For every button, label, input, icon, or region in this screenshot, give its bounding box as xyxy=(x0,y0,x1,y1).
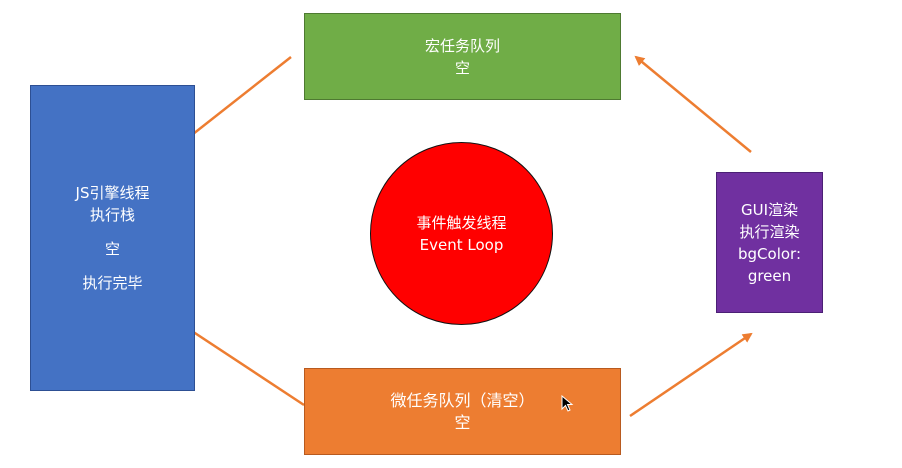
mouse-cursor-icon xyxy=(561,395,574,412)
event-loop-title: 事件触发线程 xyxy=(416,213,507,232)
micro-queue-title: 微任务队列（清空） xyxy=(390,390,535,410)
gui-render-prop: bgColor: xyxy=(738,244,801,263)
js-engine-title: JS引擎线程 xyxy=(75,184,150,202)
js-engine-subtitle: 执行栈 xyxy=(89,206,135,224)
gui-render-thread-box: GUI渲染 执行渲染 bgColor: green xyxy=(716,172,823,313)
macro-queue-status: 空 xyxy=(454,58,470,77)
gui-render-title: GUI渲染 xyxy=(740,200,799,219)
js-engine-state: 执行完毕 xyxy=(82,274,143,292)
event-loop-subtitle: Event Loop xyxy=(419,235,504,254)
gui-render-action: 执行渲染 xyxy=(739,222,800,241)
macro-queue-title: 宏任务队列 xyxy=(424,36,500,55)
gui-render-value: green xyxy=(747,266,792,285)
event-loop-circle: 事件触发线程 Event Loop xyxy=(370,142,553,325)
js-engine-status: 空 xyxy=(104,240,120,258)
arrow-micro-to-gui xyxy=(629,332,753,418)
micro-task-queue-box: 微任务队列（清空） 空 xyxy=(304,368,621,455)
macro-task-queue-box: 宏任务队列 空 xyxy=(304,13,621,100)
arrow-gui-to-macro xyxy=(634,55,752,153)
micro-queue-status: 空 xyxy=(454,412,471,432)
js-engine-thread-box: JS引擎线程 执行栈 空 执行完毕 xyxy=(30,85,195,391)
